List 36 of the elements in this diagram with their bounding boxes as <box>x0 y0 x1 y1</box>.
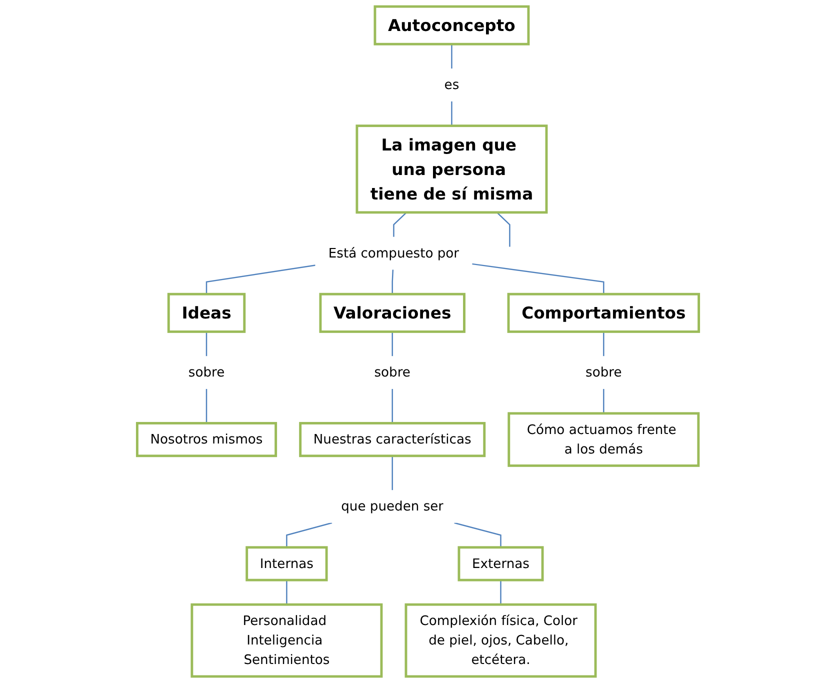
connector <box>451 101 452 126</box>
node-box: La imagen que una persona tiene de sí misma <box>356 124 548 214</box>
node-text: sobre <box>586 364 622 380</box>
node-text: sobre <box>188 364 225 380</box>
node-box: Nuestras características <box>299 422 486 458</box>
node-text: Está compuesto por <box>328 245 460 261</box>
node-box: Personalidad Inteligencia Sentimientos <box>190 603 383 678</box>
node-box: Ideas <box>167 292 246 333</box>
connector <box>603 388 604 414</box>
connector <box>286 580 288 605</box>
connector <box>206 264 316 294</box>
connector <box>392 456 393 490</box>
connector <box>286 522 332 548</box>
connector <box>392 332 393 356</box>
node-box: Externas <box>458 546 544 582</box>
connector <box>451 44 452 69</box>
connector <box>392 388 393 424</box>
connector <box>454 522 502 548</box>
node-box: Valoraciones <box>319 292 466 333</box>
node-box: Comportamientos <box>507 292 700 333</box>
connector <box>603 332 604 356</box>
connector <box>472 263 604 294</box>
connector <box>206 388 208 424</box>
connector <box>206 332 208 356</box>
connector <box>392 270 394 294</box>
connector <box>496 212 510 247</box>
connector <box>500 580 502 605</box>
connector <box>393 212 407 237</box>
node-text: es <box>444 76 460 92</box>
node-box: Autoconcepto <box>374 5 530 46</box>
node-box: Complexión física, Color de piel, ojos, Cabello, etcétera. <box>404 603 597 678</box>
node-text: sobre <box>374 364 410 380</box>
node-box: Internas <box>246 546 328 582</box>
node-box: Nosotros mismos <box>136 422 278 458</box>
node-box: Cómo actuamos frente a los demás <box>508 412 700 467</box>
node-text: que pueden ser <box>341 498 444 514</box>
